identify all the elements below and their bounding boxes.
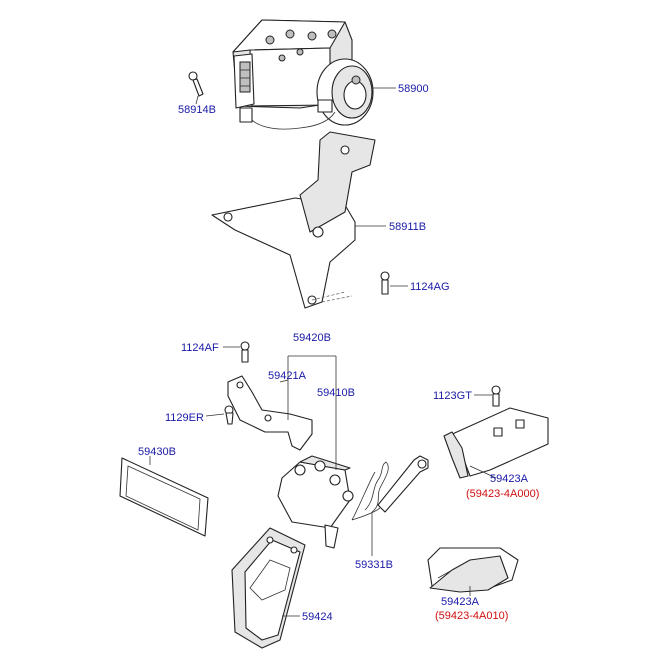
bolt-58914b-icon bbox=[188, 71, 204, 97]
label-59430b: 59430B bbox=[138, 446, 176, 458]
label-59410b: 59410B bbox=[317, 387, 355, 399]
label-59424: 59424 bbox=[302, 611, 333, 623]
bracket-59423a-upper bbox=[443, 407, 549, 479]
label-1124ag: 1124AG bbox=[410, 281, 450, 293]
bolt-1123gt-icon bbox=[491, 385, 501, 407]
label-59423a-lower: 59423A bbox=[441, 596, 480, 608]
label-59421a: 59421A bbox=[268, 370, 307, 382]
label-59423-4a000: (59423-4A000) bbox=[466, 488, 539, 500]
label-58911b: 58911B bbox=[389, 221, 426, 233]
sensor-59410b bbox=[277, 455, 354, 549]
spring-lever-59331b bbox=[351, 455, 429, 521]
leader-lines bbox=[149, 87, 497, 617]
bolt-1124af-icon bbox=[240, 341, 250, 363]
abs-bracket bbox=[211, 131, 376, 309]
sensor-bracket-59421a bbox=[227, 375, 313, 451]
label-59420b: 59420B bbox=[293, 332, 331, 344]
plate-59430b bbox=[119, 457, 209, 537]
label-1124af: 1124AF bbox=[181, 342, 219, 354]
label-59331b: 59331B bbox=[355, 559, 393, 571]
abs-hydraulic-unit bbox=[232, 19, 374, 130]
label-1129er: 1129ER bbox=[165, 412, 204, 424]
label-58900: 58900 bbox=[398, 83, 429, 95]
bracket-59423a-lower bbox=[427, 547, 519, 593]
label-59423a-upper: 59423A bbox=[490, 473, 529, 485]
cover-59424 bbox=[231, 527, 306, 649]
label-1123gt: 1123GT bbox=[433, 390, 472, 402]
label-58914b: 58914B bbox=[178, 104, 216, 116]
label-59423-4a010: (59423-4A010) bbox=[435, 610, 508, 622]
bolt-1129er-icon bbox=[224, 405, 234, 425]
bolt-1124ag-icon bbox=[380, 271, 390, 295]
